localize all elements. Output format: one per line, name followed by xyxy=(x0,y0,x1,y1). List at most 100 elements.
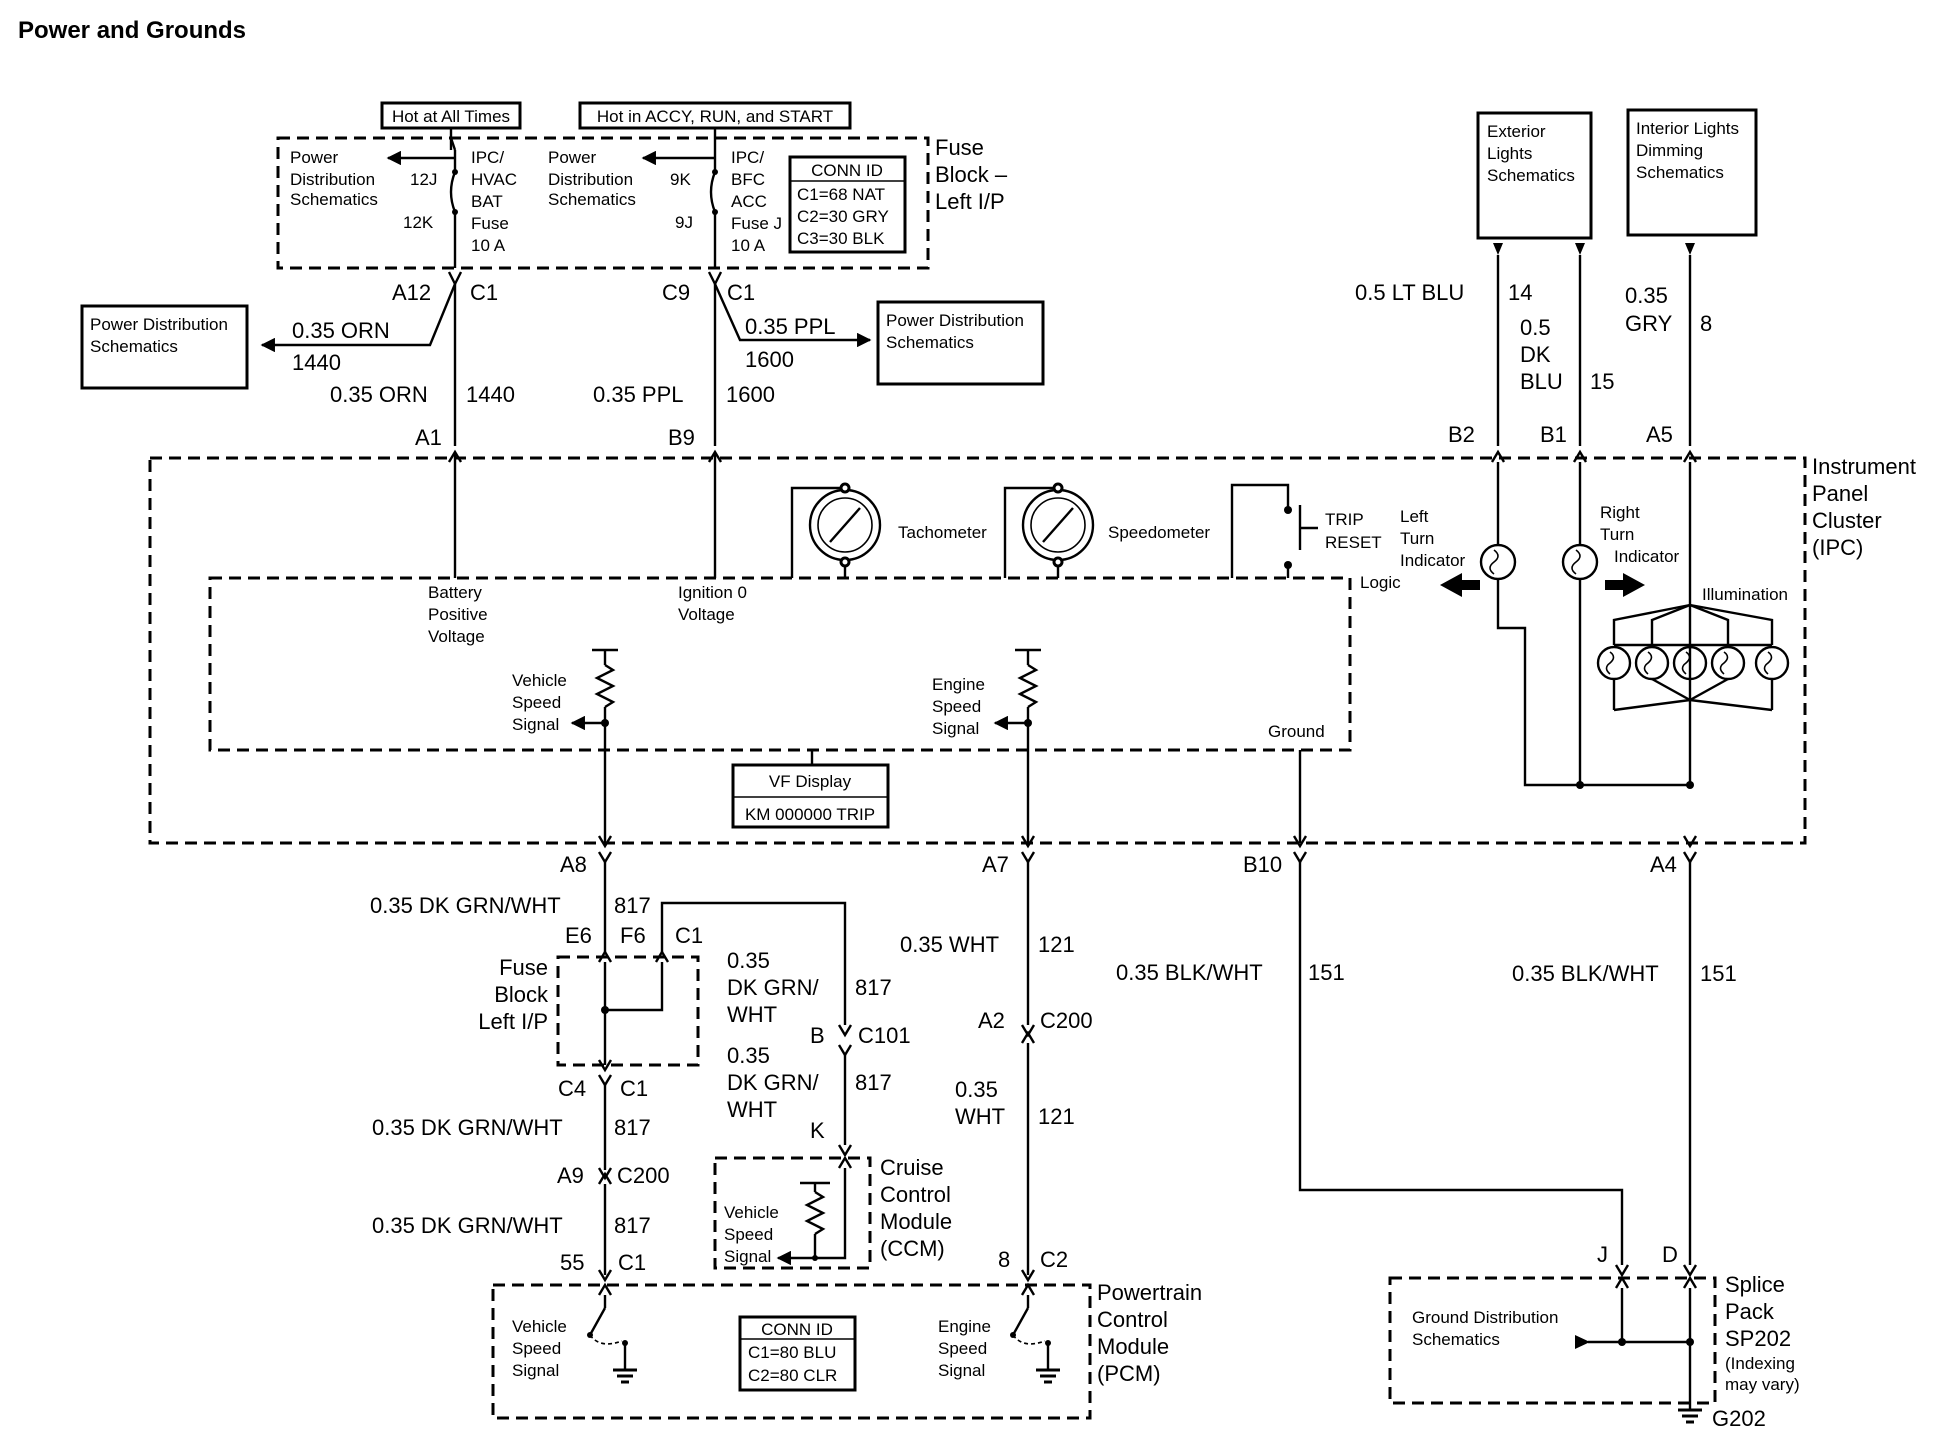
vss-label: Vehicle xyxy=(512,671,567,690)
terminal-label: 9K xyxy=(670,170,691,189)
pd-label: Power Distribution xyxy=(886,311,1024,330)
fuse-ipc-hvac-bat: Power Distribution Schematics 12J 12K IP… xyxy=(290,148,517,268)
pcm-conn-line: C1=80 BLU xyxy=(748,1343,836,1362)
ground-label: Ground xyxy=(1268,722,1325,741)
dist-label: Distribution xyxy=(548,170,633,189)
connector-label: A8 xyxy=(560,852,587,877)
ccm-name: (CCM) xyxy=(880,1236,945,1261)
connector-label: K xyxy=(810,1118,825,1143)
ccm-vss-label: Vehicle xyxy=(724,1203,779,1222)
wire-circuit: 1440 xyxy=(466,382,515,407)
hot-at-all-times-label: Hot at All Times xyxy=(392,107,510,126)
dist-label: Distribution xyxy=(290,170,375,189)
instrument-panel-cluster: Instrument Panel Cluster (IPC) Logic Bat… xyxy=(148,449,1916,849)
connector-label: B2 xyxy=(1448,422,1475,447)
ipc-name: (IPC) xyxy=(1812,535,1863,560)
dist-label: Power xyxy=(290,148,339,167)
power-dist-box-left xyxy=(80,304,249,390)
pd-label: Schematics xyxy=(90,337,178,356)
fuse-block-lower: Fuse Block Left I/P xyxy=(478,949,700,1073)
connector-label: C1 xyxy=(675,923,703,948)
ground-g202-icon xyxy=(1678,1408,1702,1424)
wire-circuit: 121 xyxy=(1038,932,1075,957)
wire-circuit: 8 xyxy=(1700,311,1712,336)
cruise-control-module: Vehicle Speed Signal Cruise Control Modu… xyxy=(713,1155,952,1270)
ground-g202-label: G202 xyxy=(1712,1406,1766,1431)
pcm-vss-label: Speed xyxy=(512,1339,561,1358)
connector-label: 8 xyxy=(998,1247,1010,1272)
trip-reset-switch[interactable]: TRIP RESET xyxy=(1230,483,1382,578)
wire-circuit: 1440 xyxy=(292,350,341,375)
wire-circuit: 14 xyxy=(1508,280,1532,305)
pcm-name: Powertrain xyxy=(1097,1280,1202,1305)
connector-label: C9 xyxy=(662,280,690,305)
trip-reset-label: TRIP xyxy=(1325,510,1364,529)
wire-size: 0.35 xyxy=(727,948,770,973)
ccm-vss-label: Signal xyxy=(724,1247,771,1266)
ess-label: Signal xyxy=(932,719,979,738)
connector-label: D xyxy=(1662,1242,1678,1267)
connector-label: E6 xyxy=(565,923,592,948)
battery-label: Battery xyxy=(428,583,482,602)
interior-lights-box xyxy=(1626,108,1758,237)
connector-label: 55 xyxy=(560,1250,584,1275)
connector-label: B xyxy=(810,1023,825,1048)
terminal-label: 12J xyxy=(410,170,437,189)
dist-label: Power xyxy=(548,148,597,167)
fuse-ipc-bfc-acc: Power Distribution Schematics 9K 9J IPC/… xyxy=(548,148,782,268)
battery-label: Voltage xyxy=(428,627,485,646)
connector-label: C1 xyxy=(618,1250,646,1275)
connector-label: C200 xyxy=(617,1163,670,1188)
power-dist-box-right xyxy=(876,300,1045,386)
ccm-name: Module xyxy=(880,1209,952,1234)
left-turn-indicator: Left Turn Indicator xyxy=(1400,462,1690,787)
ipc-name: Panel xyxy=(1812,481,1868,506)
interior-label: Schematics xyxy=(1636,163,1724,182)
vss-label: Signal xyxy=(512,715,559,734)
wire-size: DK GRN/ xyxy=(727,975,820,1000)
conn-id-box: CONN ID C1=68 NAT C2=30 GRY C3=30 BLK xyxy=(788,155,907,254)
illumination-bulbs: Illumination xyxy=(1596,462,1790,789)
exterior-label: Schematics xyxy=(1487,166,1575,185)
wire-size: BLU xyxy=(1520,369,1563,394)
pcm-name: Control xyxy=(1097,1307,1168,1332)
wire-size: 0.5 xyxy=(1520,315,1551,340)
powertrain-control-module: Vehicle Speed Signal Engine Speed Signal… xyxy=(491,1280,1202,1420)
wire-size: 0.35 WHT xyxy=(900,932,999,957)
left-turn-label: Indicator xyxy=(1400,551,1466,570)
wire-size: 0.35 PPL xyxy=(745,314,836,339)
wire-size: 0.35 ORN xyxy=(292,318,390,343)
wire-circuit: 1600 xyxy=(726,382,775,407)
connector-label: B9 xyxy=(668,425,695,450)
hot-in-accy-box xyxy=(578,101,852,130)
fuse-name-label: BAT xyxy=(471,192,503,211)
ground-icon xyxy=(1036,1368,1060,1384)
connector-label: J xyxy=(1597,1242,1608,1267)
wire-size: 0.35 xyxy=(1625,283,1668,308)
ccm-name: Control xyxy=(880,1182,951,1207)
wire-size: 0.5 LT BLU xyxy=(1355,280,1464,305)
wire-size: GRY xyxy=(1625,311,1673,336)
dist-label: Schematics xyxy=(548,190,636,209)
vss-label: Speed xyxy=(512,693,561,712)
vf-display: VF Display KM 000000 TRIP xyxy=(731,750,890,829)
wire-size: 0.35 xyxy=(727,1043,770,1068)
connector-label: C1 xyxy=(620,1076,648,1101)
wire-size: DK GRN/ xyxy=(727,1070,820,1095)
wire-circuit: 817 xyxy=(855,1070,892,1095)
trip-reset-label: RESET xyxy=(1325,533,1382,552)
right-top: Exterior Lights Schematics Interior Ligh… xyxy=(1355,108,1758,447)
fuse-name-label: ACC xyxy=(731,192,767,211)
fuse-name-label: 10 A xyxy=(471,236,506,255)
conn-id-line: C3=30 BLK xyxy=(797,229,885,248)
splice-name: Splice xyxy=(1725,1272,1785,1297)
fuse-block-name: Fuse xyxy=(935,135,984,160)
splice-name: SP202 xyxy=(1725,1326,1791,1351)
ccm-vss-label: Speed xyxy=(724,1225,773,1244)
fuse-block-top: Hot at All Times Hot in ACCY, RUN, and S… xyxy=(276,101,1008,270)
fuse-name-label: 10 A xyxy=(731,236,766,255)
vf-display-value: KM 000000 TRIP xyxy=(745,805,875,824)
ignition-label: Ignition 0 xyxy=(678,583,747,602)
fuse-block-lower-name: Fuse xyxy=(499,955,548,980)
